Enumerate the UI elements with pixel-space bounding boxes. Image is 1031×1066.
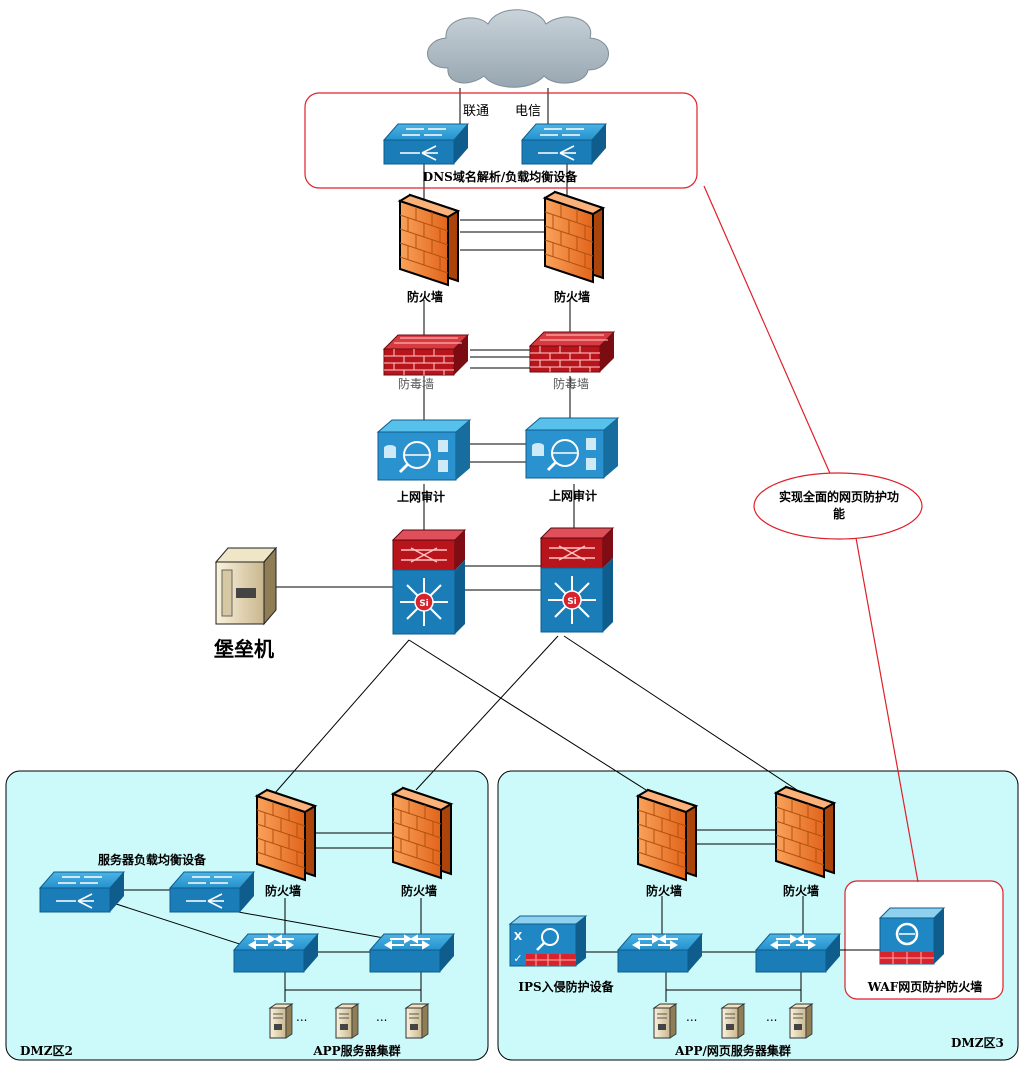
firewall-label-dmz3-left: 防火墙: [645, 884, 683, 898]
server-ellipsis-dmz2-a: ...: [296, 1010, 308, 1024]
antivirus-label-left: 防毒墙: [397, 377, 435, 391]
firewall-icon-dmz2-right: [392, 787, 452, 879]
audit-device-icon-right: [524, 416, 620, 480]
firewall-icon-dmz3-left: [637, 789, 697, 881]
server-ellipsis-dmz3-a: ...: [686, 1010, 698, 1024]
firewall-icon-dmz3-right: [775, 786, 835, 878]
audit-label-right: 上网审计: [548, 489, 598, 503]
server-icon-dmz2-2: [335, 1003, 359, 1039]
antivirus-wall-icon-left: [383, 334, 469, 376]
callout-text-line2: 能: [832, 507, 845, 521]
svg-text:X: X: [514, 930, 523, 943]
firewall-label-core-right: 防火墙: [553, 290, 591, 304]
audit-device-icon-left: [376, 418, 472, 482]
callout-text: 实现全面的网页防护功 能: [764, 489, 914, 523]
isp-label-unicom: 联通: [463, 104, 490, 119]
dns-load-balancer-icon-left: [383, 123, 469, 165]
svg-text:✓: ✓: [513, 952, 522, 965]
antivirus-wall-icon-right: [529, 331, 615, 373]
app-web-cluster-label-dmz3: APP/网页服务器集群: [675, 1044, 791, 1058]
server-load-balancer-icon-left: [39, 871, 125, 913]
switch-icon-dmz2-left: [233, 933, 319, 973]
server-load-balancer-icon-right: [169, 871, 255, 913]
callout-lines: [703, 185, 919, 883]
waf-device-icon: [878, 907, 946, 965]
audit-label-left: 上网审计: [396, 490, 446, 504]
dns-load-balancer-icon-right: [521, 123, 607, 165]
core-switch-icon-right: [540, 527, 614, 633]
dmz2-zone-label: DMZ区2: [20, 1044, 73, 1058]
connection-lines: [109, 88, 880, 1002]
waf-device-label: WAF网页防护防火墙: [867, 980, 983, 994]
firewall-label-dmz2-left: 防火墙: [264, 884, 302, 898]
switch-icon-dmz2-right: [369, 933, 455, 973]
server-icon-dmz2-1: [269, 1003, 293, 1039]
dns-device-label: DNS域名解析/负载均衡设备: [422, 170, 578, 184]
dns-highlight-box: [304, 92, 698, 189]
firewall-label-core-left: 防火墙: [406, 290, 444, 304]
firewall-icon-core-right: [544, 191, 604, 283]
callout-bubble: [753, 472, 923, 540]
firewall-label-dmz3-right: 防火墙: [782, 884, 820, 898]
server-icon-dmz3-3: [789, 1003, 813, 1039]
switch-icon-dmz3-left: [617, 933, 703, 973]
bastion-host-icon: [214, 546, 278, 626]
server-ellipsis-dmz3-b: ...: [766, 1010, 778, 1024]
server-icon-dmz2-3: [405, 1003, 429, 1039]
dmz3-zone-label: DMZ区3: [951, 1036, 1004, 1050]
firewall-icon-core-left: [399, 194, 459, 286]
firewall-icon-dmz2-left: [256, 789, 316, 881]
server-icon-dmz3-1: [653, 1003, 677, 1039]
internet-cloud-icon: [427, 9, 609, 88]
server-icon-dmz3-2: [721, 1003, 745, 1039]
ips-device-icon: X ✓: [508, 915, 588, 967]
server-ellipsis-dmz2-b: ...: [376, 1010, 388, 1024]
isp-label-telecom: 电信: [515, 104, 542, 119]
ips-device-label: IPS入侵防护设备: [518, 980, 614, 994]
app-cluster-label-dmz2: APP服务器集群: [313, 1044, 401, 1058]
switch-icon-dmz3-right: [755, 933, 841, 973]
firewall-label-dmz2-right: 防火墙: [400, 884, 438, 898]
antivirus-label-right: 防毒墙: [552, 377, 590, 391]
callout-text-line1: 实现全面的网页防护功: [778, 490, 899, 504]
dmz2-zone: [5, 770, 489, 1061]
core-switch-icon-left: [392, 529, 466, 635]
server-load-balancer-label: 服务器负载均衡设备: [97, 853, 207, 867]
bastion-host-label: 堡垒机: [214, 637, 274, 661]
